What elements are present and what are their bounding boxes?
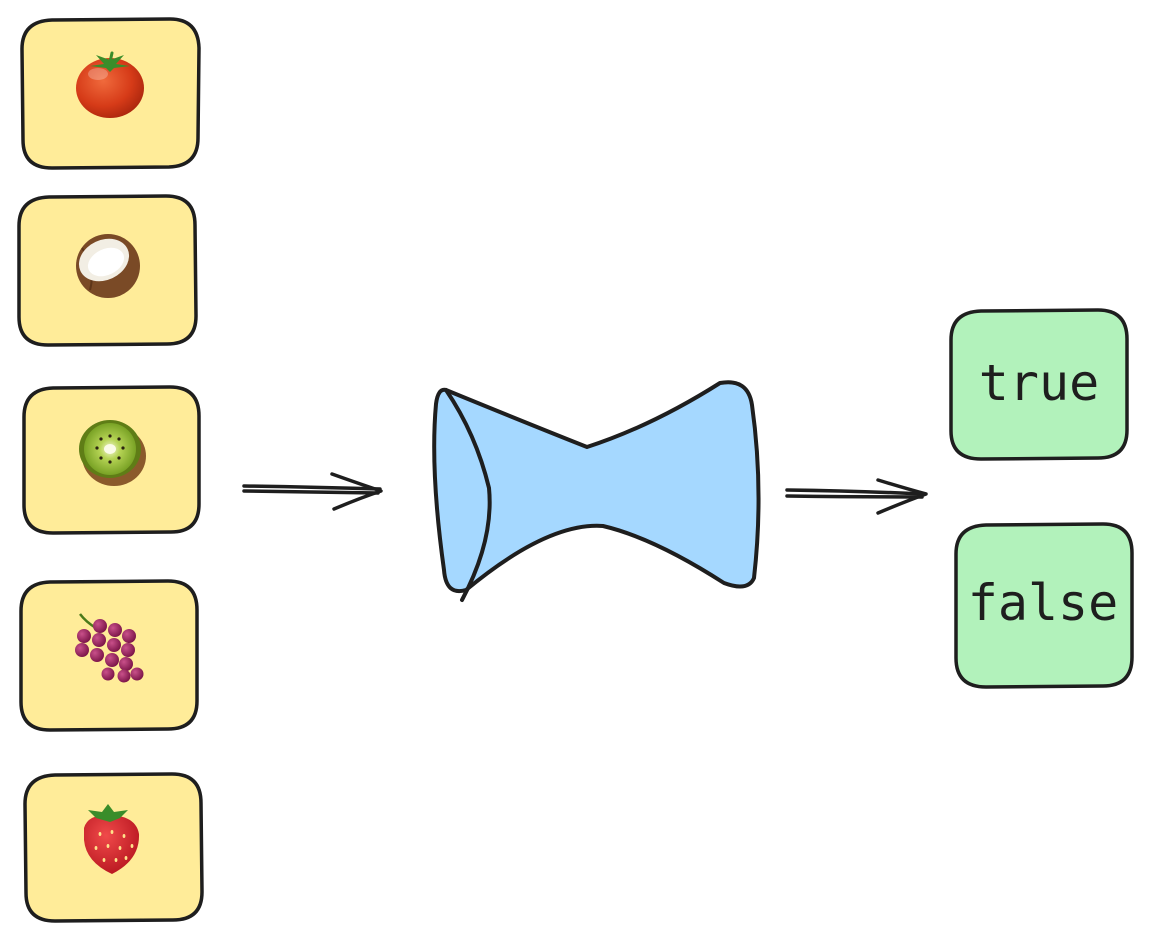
input-box-coconut	[17, 194, 198, 347]
grapes-icon	[75, 613, 144, 683]
output-label-false: false	[968, 574, 1119, 632]
input-box-kiwi	[22, 385, 201, 535]
output-box-false: false	[954, 522, 1134, 689]
kiwi-icon	[79, 420, 146, 486]
input-box-strawberry	[23, 772, 204, 923]
strawberry-icon	[84, 804, 140, 874]
output-label-true: true	[979, 354, 1099, 412]
input-arrow	[242, 472, 383, 511]
coconut-icon	[76, 234, 140, 298]
tomato-icon	[76, 51, 144, 118]
input-box-grapes	[19, 579, 199, 732]
input-box-tomato	[20, 17, 201, 170]
model-shape	[432, 380, 761, 602]
output-box-true: true	[949, 308, 1129, 461]
output-arrow	[785, 478, 928, 515]
